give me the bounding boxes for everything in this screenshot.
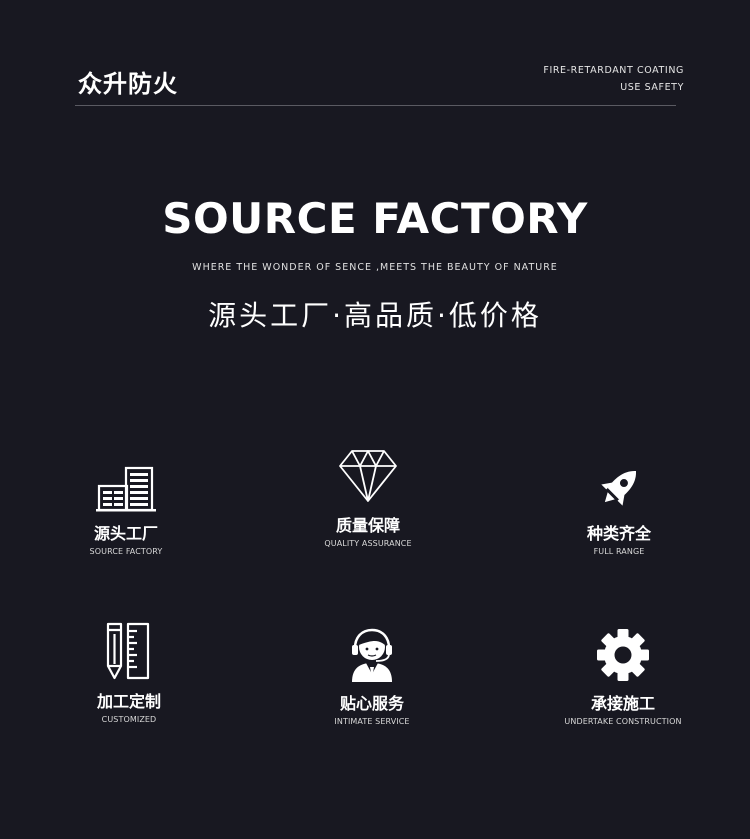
feature-intimate-service: 贴心服务 INTIMATE SERVICE <box>282 622 462 726</box>
feature-subtitle: QUALITY ASSURANCE <box>324 539 412 548</box>
buildings-icon <box>36 452 216 512</box>
brand-name: 众升防火 <box>78 70 178 98</box>
feature-subtitle: FULL RANGE <box>593 547 645 556</box>
feature-subtitle: CUSTOMIZED <box>101 715 157 724</box>
feature-title: 贴心服务 <box>339 694 404 713</box>
gear-icon <box>533 622 713 682</box>
feature-title: 源头工厂 <box>93 524 158 543</box>
hero-title: SOURCE FACTORY <box>162 194 588 243</box>
feature-subtitle: UNDERTAKE CONSTRUCTION <box>564 717 682 726</box>
tagline-line-2: USE SAFETY <box>620 82 684 93</box>
feature-subtitle: INTIMATE SERVICE <box>334 717 410 726</box>
feature-title: 承接施工 <box>590 694 655 713</box>
rocket-icon <box>529 452 709 512</box>
tagline: FIRE-RETARDANT COATING USE SAFETY <box>543 62 684 96</box>
feature-quality-assurance: 质量保障 QUALITY ASSURANCE <box>278 444 458 548</box>
diamond-icon <box>278 444 458 504</box>
hero-subtitle: WHERE THE WONDER OF SENCE ,MEETS THE BEA… <box>192 262 558 273</box>
header-divider <box>75 105 676 106</box>
feature-undertake-construction: 承接施工 UNDERTAKE CONSTRUCTION <box>533 622 713 726</box>
feature-full-range: 种类齐全 FULL RANGE <box>529 452 709 556</box>
feature-title: 加工定制 <box>96 692 161 711</box>
customer-service-icon <box>282 622 462 682</box>
feature-title: 质量保障 <box>335 516 400 535</box>
feature-customized: 加工定制 CUSTOMIZED <box>39 620 219 724</box>
tagline-line-1: FIRE-RETARDANT COATING <box>543 65 684 76</box>
feature-source-factory: 源头工厂 SOURCE FACTORY <box>36 452 216 556</box>
pencil-ruler-icon <box>39 620 219 680</box>
feature-title: 种类齐全 <box>586 524 651 543</box>
hero-slogan: 源头工厂·高品质·低价格 <box>208 299 542 332</box>
feature-subtitle: SOURCE FACTORY <box>89 547 163 556</box>
